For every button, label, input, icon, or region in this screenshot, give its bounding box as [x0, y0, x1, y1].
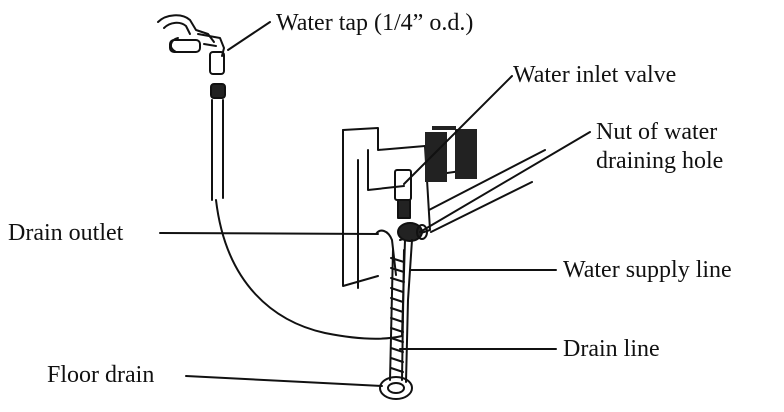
water-supply-hose: [215, 199, 406, 340]
label-water-tap: Water tap (1/4” o.d.): [276, 10, 474, 36]
label-floor-drain: Floor drain: [47, 362, 155, 388]
drain-line-hose: [389, 249, 405, 381]
leader-inlet-valve: [403, 75, 513, 185]
drain-outlet-pipe: [375, 229, 397, 276]
label-water-inlet-valve: Water inlet valve: [513, 62, 677, 88]
water-supply-pipe: [405, 239, 413, 383]
appliance-back-panel: [342, 127, 546, 289]
leader-floor-drain: [185, 375, 383, 387]
label-drain-line: Drain line: [563, 336, 660, 362]
leader-nut: [419, 131, 591, 233]
label-water-supply-line: Water supply line: [563, 257, 732, 283]
vent-grille: [425, 126, 477, 182]
label-drain-outlet: Drain outlet: [8, 220, 124, 246]
leader-lines: [159, 21, 591, 387]
leader-drain-outlet: [159, 232, 379, 235]
label-nut-line1: Nut of water: [596, 119, 718, 145]
water-inlet-valve-icon: [394, 169, 412, 219]
water-tap-icon: [157, 14, 226, 201]
label-nut-line2: draining hole: [596, 148, 724, 174]
drain-nut-icon: [397, 222, 428, 242]
floor-drain-icon: [379, 376, 413, 400]
leader-water-tap: [227, 21, 271, 51]
